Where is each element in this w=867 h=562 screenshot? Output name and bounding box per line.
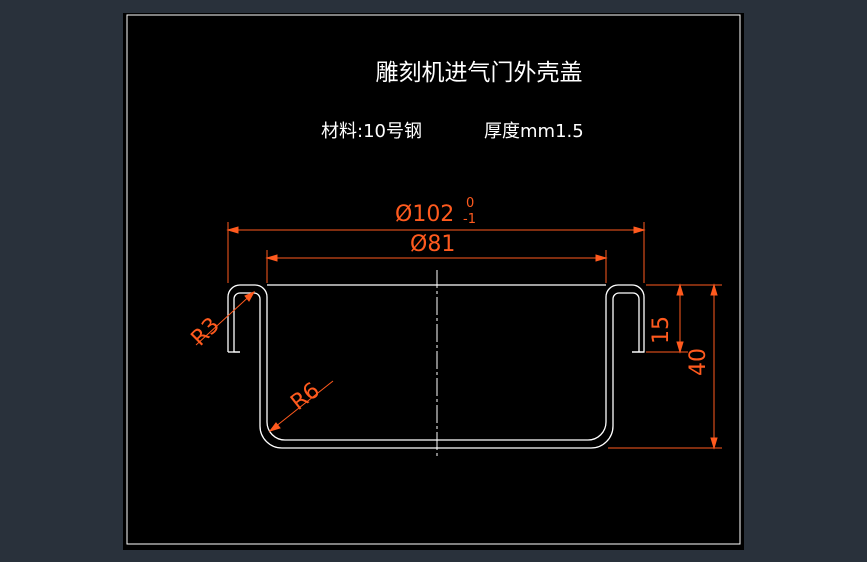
- drawing-sheet: [123, 13, 744, 550]
- dim-height-flange: 15: [649, 316, 674, 344]
- dimension-layer: [195, 222, 722, 450]
- dim-outer-diameter: Ø102: [395, 202, 454, 227]
- dim-outer-tol-upper: 0: [466, 196, 474, 211]
- dim-height-total: 40: [686, 348, 711, 376]
- dim-outer-tol-lower: -1: [463, 212, 476, 227]
- material-label: 材料:10号钢: [321, 121, 422, 142]
- dim-inner-diameter: Ø81: [410, 232, 455, 257]
- thickness-label: 厚度mm1.5: [484, 121, 584, 142]
- drawing-frame: [126, 14, 741, 545]
- drawing-title: 雕刻机进气门外壳盖: [376, 60, 583, 86]
